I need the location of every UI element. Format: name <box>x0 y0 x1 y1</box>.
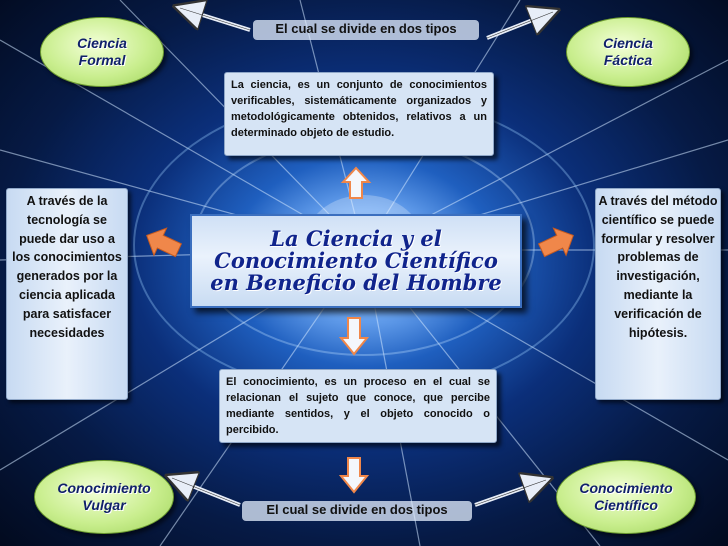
right-arrow <box>537 227 574 258</box>
down-arrow-middle <box>338 317 370 356</box>
main-title-text: La Ciencia y el Conocimiento Científico … <box>210 226 502 295</box>
knowledge-definition-text: El conocimiento, es un proceso en el cua… <box>226 376 490 436</box>
oval-ciencia-factica: Ciencia Fáctica <box>566 17 690 87</box>
right-method-box: A través del método científico se puede … <box>595 188 721 400</box>
down-arrow-bottom <box>338 457 370 494</box>
top-banner: El cual se divide en dos tipos <box>253 20 479 40</box>
up-arrow <box>340 166 372 199</box>
oval-conocimiento-vulgar: Conocimiento Vulgar <box>34 460 174 534</box>
knowledge-definition-box: El conocimiento, es un proceso en el cua… <box>219 369 497 443</box>
main-title: La Ciencia y el Conocimiento Científico … <box>190 214 522 308</box>
oval-conocimiento-vulgar-label: Conocimiento Vulgar <box>57 480 151 513</box>
oval-conocimiento-cientifico-label: Conocimiento Científico <box>579 480 673 513</box>
left-technology-text: A través de la tecnología se puede dar u… <box>12 194 122 340</box>
bottom-banner: El cual se divide en dos tipos <box>242 501 472 521</box>
oval-conocimiento-cientifico: Conocimiento Científico <box>556 460 696 534</box>
right-method-text: A través del método científico se puede … <box>598 194 718 340</box>
science-definition-box: La ciencia, es un conjunto de conocimien… <box>224 72 494 156</box>
oval-ciencia-factica-label: Ciencia Fáctica <box>603 35 653 68</box>
oval-ciencia-formal-label: Ciencia Formal <box>77 35 127 68</box>
left-technology-box: A través de la tecnología se puede dar u… <box>6 188 128 400</box>
science-definition-text: La ciencia, es un conjunto de conocimien… <box>231 79 487 139</box>
oval-ciencia-formal: Ciencia Formal <box>40 17 164 87</box>
